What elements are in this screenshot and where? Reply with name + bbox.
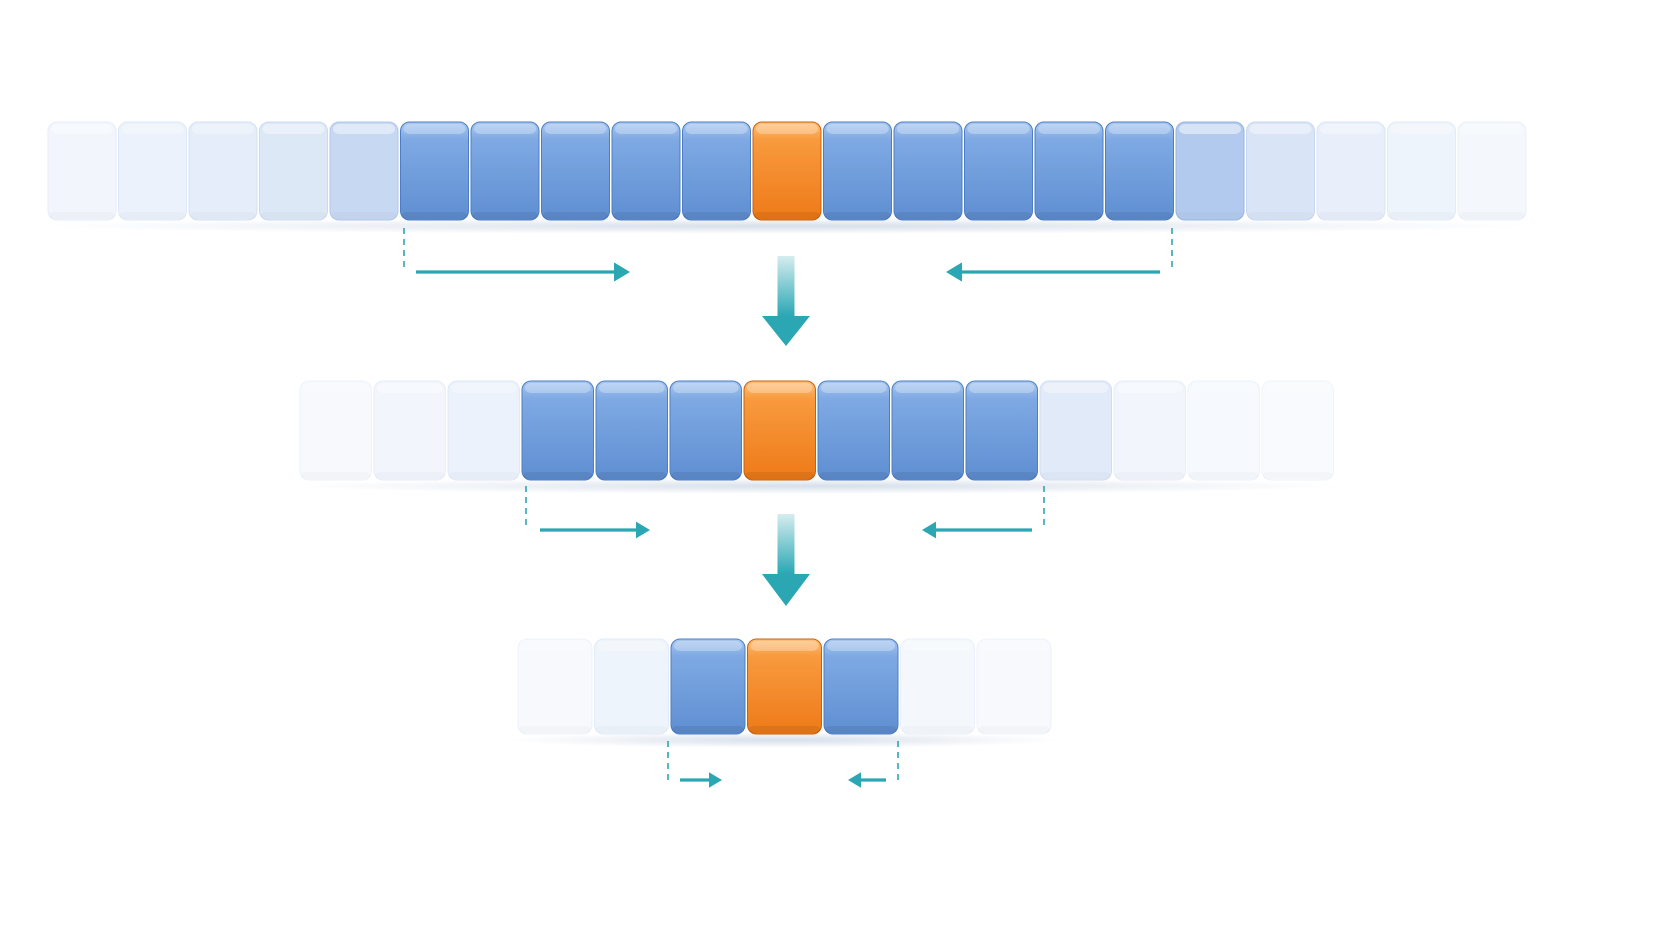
faded-cell [47, 121, 117, 221]
active-cell [964, 121, 1033, 221]
active-cell [893, 121, 963, 221]
array-row-full-array [38, 121, 1536, 234]
active-cell [470, 121, 540, 221]
row-shadow [508, 732, 1061, 748]
faded-cell [594, 638, 669, 735]
active-cell [611, 121, 681, 221]
faded-cell [1387, 121, 1456, 221]
faded-cell [188, 121, 258, 221]
faded-cell [259, 121, 328, 221]
row-shadow [38, 218, 1536, 234]
right-arrow-icon [680, 772, 722, 788]
faded-cell [1316, 121, 1386, 221]
faded-cell [447, 380, 520, 481]
active-cell [1105, 121, 1174, 221]
active-cell [541, 121, 610, 221]
active-cell [682, 121, 751, 221]
right-arrow-icon [416, 262, 630, 282]
left-arrow-icon [848, 772, 886, 788]
faded-cell [1187, 380, 1260, 481]
rows-layer [38, 121, 1536, 748]
active-cell [669, 380, 742, 481]
target-cell [747, 638, 822, 735]
active-cell [817, 380, 890, 481]
faded-cell [299, 380, 372, 481]
active-cell [400, 121, 469, 221]
faded-cell [118, 121, 187, 221]
faded-cell [1246, 121, 1315, 221]
faded-cell [900, 638, 975, 735]
active-cell [965, 380, 1038, 481]
arrows-layer [403, 228, 1173, 788]
array-row-narrowed-array [290, 380, 1344, 494]
faded-cell [1113, 380, 1186, 481]
target-cell [752, 121, 822, 221]
faded-cell [1175, 121, 1245, 221]
narrowing-bracket-2 [525, 486, 1045, 539]
faded-cell [1457, 121, 1527, 221]
active-cell [823, 638, 899, 735]
target-cell [743, 380, 816, 481]
faded-cell [373, 380, 446, 481]
active-cell [1034, 121, 1104, 221]
narrowing-bracket-3 [667, 741, 899, 788]
faded-cell [1261, 380, 1334, 481]
down-arrow-icon [762, 256, 810, 346]
right-arrow-icon [540, 521, 650, 539]
active-cell [595, 380, 668, 481]
row-shadow [290, 478, 1344, 494]
faded-cell [517, 638, 593, 735]
active-cell [521, 380, 594, 481]
faded-cell [1039, 380, 1112, 481]
faded-cell [976, 638, 1052, 735]
array-row-final-array [508, 638, 1061, 748]
narrowing-bracket-1 [403, 228, 1173, 282]
active-cell [891, 380, 964, 481]
left-arrow-icon [946, 262, 1160, 282]
left-arrow-icon [922, 521, 1032, 539]
down-arrow-icon [762, 514, 810, 606]
active-cell [670, 638, 746, 735]
faded-cell [329, 121, 399, 221]
active-cell [823, 121, 892, 221]
